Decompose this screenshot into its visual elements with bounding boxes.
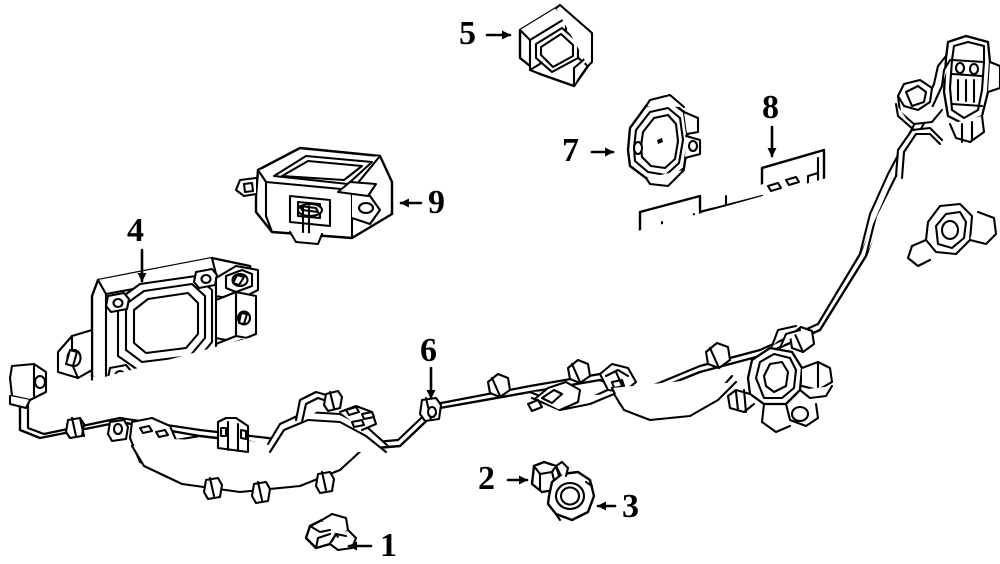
part-sensor-horn	[546, 460, 596, 522]
callout-label-8: 8	[762, 89, 779, 126]
callout-label-6: 6	[420, 332, 437, 369]
callout-label-3: 3	[622, 488, 639, 525]
callout-label-2: 2	[478, 460, 495, 497]
callout-label-9: 9	[428, 184, 445, 221]
part-wiring-harness	[8, 34, 1000, 505]
part-clip-bundle	[304, 512, 358, 552]
callout-label-1: 1	[380, 527, 397, 564]
part-control-module-small	[518, 3, 594, 88]
callout-label-7: 7	[562, 132, 579, 169]
callout-label-5: 5	[459, 15, 476, 52]
part-mounting-bracket	[56, 256, 260, 398]
part-control-module-large	[234, 146, 394, 246]
callout-arrows	[137, 30, 777, 551]
callout-label-4: 4	[127, 212, 144, 249]
part-sensor-module	[626, 93, 702, 188]
